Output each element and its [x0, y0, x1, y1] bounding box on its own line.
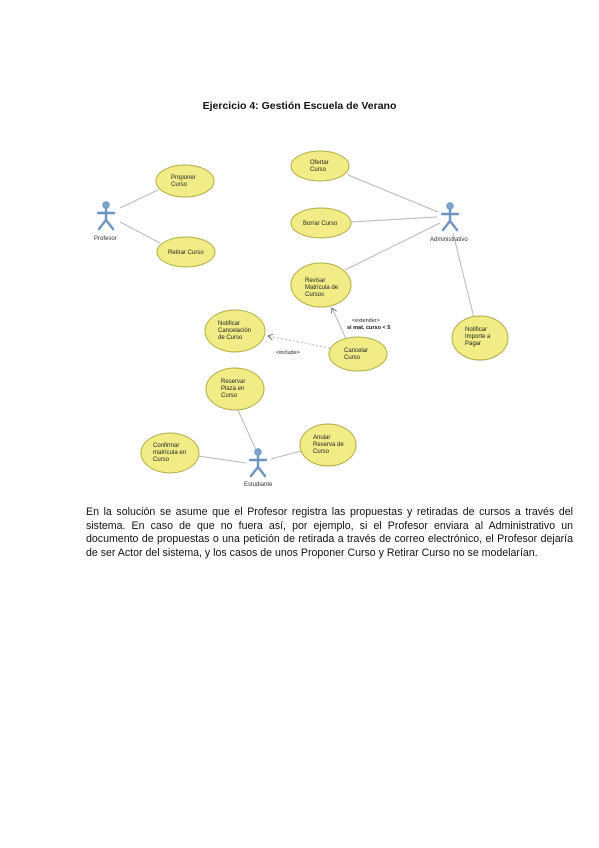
- use-case-cancelar-curso: Cancelar Curso: [328, 336, 388, 372]
- svg-text:Retirar Curso: Retirar Curso: [168, 250, 204, 256]
- person-icon: [440, 202, 460, 232]
- svg-text:Confirmar: Confirmar: [153, 443, 179, 449]
- svg-text:Curso: Curso: [153, 457, 170, 463]
- link-admin-notificar-importe: [452, 232, 475, 319]
- use-case-notificar-cancelacion: Notificar Cancelación de Curso: [204, 309, 266, 353]
- associations: [119, 174, 475, 464]
- use-case-notificar-importe: Notificar Importe a Pagar: [451, 315, 509, 361]
- link-estudiante-reservar: [236, 407, 257, 451]
- svg-text:Curso: Curso: [313, 449, 330, 455]
- svg-text:Proponer: Proponer: [171, 175, 196, 181]
- svg-text:Borrar Curso: Borrar Curso: [303, 221, 338, 227]
- link-profesor-proponer: [119, 189, 159, 209]
- svg-text:Curso: Curso: [310, 167, 327, 173]
- svg-text:Cancelar: Cancelar: [344, 348, 368, 354]
- svg-text:Reservar: Reservar: [221, 379, 245, 385]
- svg-text:Matrícula de: Matrícula de: [305, 285, 339, 291]
- svg-text:Reserva de: Reserva de: [313, 442, 344, 448]
- actor-profesor: Profesor: [94, 201, 117, 242]
- svg-text:Importe a: Importe a: [465, 334, 491, 340]
- use-case-proponer-curso: Proponer Curso: [155, 164, 215, 198]
- use-case-anular-reserva: Anular Reserva de Curso: [299, 423, 357, 467]
- use-case-ofertar-curso: Ofertar Curso: [290, 150, 350, 182]
- svg-text:Pagar: Pagar: [465, 341, 481, 347]
- use-case-reservar-plaza: Reservar Plaza en Curso: [205, 367, 265, 411]
- svg-text:Ofertar: Ofertar: [310, 160, 329, 166]
- actor-estudiante: Estudiante: [244, 448, 273, 488]
- link-admin-ofertar: [347, 174, 439, 213]
- svg-text:Curso: Curso: [171, 182, 188, 188]
- link-profesor-retirar: [119, 221, 161, 244]
- use-case-borrar-curso: Borrar Curso: [290, 207, 352, 239]
- svg-text:Revisar: Revisar: [305, 278, 325, 284]
- include-arrow: [268, 336, 331, 349]
- explanation-paragraph: En la solución se asume que el Profesor …: [86, 506, 573, 560]
- svg-text:Cursos: Cursos: [305, 292, 324, 298]
- extend-condition: si mat. curso < 5: [347, 325, 390, 331]
- svg-text:Curso: Curso: [344, 355, 361, 361]
- svg-text:Curso: Curso: [221, 393, 238, 399]
- svg-text:Plaza en: Plaza en: [221, 386, 244, 392]
- link-admin-revisar: [344, 222, 441, 271]
- link-estudiante-anular: [270, 450, 302, 460]
- actor-administrativo: Administrativo: [430, 202, 468, 243]
- include-label: <include>: [276, 350, 300, 356]
- actor-estudiante-label: Estudiante: [244, 482, 273, 488]
- use-case-diagram: <extender> si mat. curso < 5 <include> P…: [94, 150, 509, 488]
- page-title: Ejercicio 4: Gestión Escuela de Verano: [202, 100, 397, 112]
- svg-text:Notificar: Notificar: [465, 327, 487, 333]
- extend-arrow: [332, 308, 347, 340]
- person-icon: [96, 201, 116, 231]
- use-case-retirar-curso: Retirar Curso: [156, 236, 216, 268]
- svg-text:Anular: Anular: [313, 435, 330, 441]
- actor-administrativo-label: Administrativo: [430, 237, 468, 243]
- svg-text:matrícula en: matrícula en: [153, 450, 186, 456]
- person-icon: [248, 448, 268, 478]
- use-case-confirmar-matricula: Confirmar matrícula en Curso: [140, 432, 200, 474]
- actor-profesor-label: Profesor: [94, 236, 117, 242]
- extend-label: <extender>: [352, 318, 380, 324]
- svg-text:Notificar: Notificar: [218, 321, 240, 327]
- use-case-revisar-matricula: Revisar Matrícula de Cursos: [290, 262, 352, 308]
- link-admin-borrar: [349, 216, 438, 223]
- link-estudiante-confirmar: [197, 455, 247, 464]
- svg-text:Cancelación: Cancelación: [218, 328, 251, 334]
- svg-text:de Curso: de Curso: [218, 335, 243, 341]
